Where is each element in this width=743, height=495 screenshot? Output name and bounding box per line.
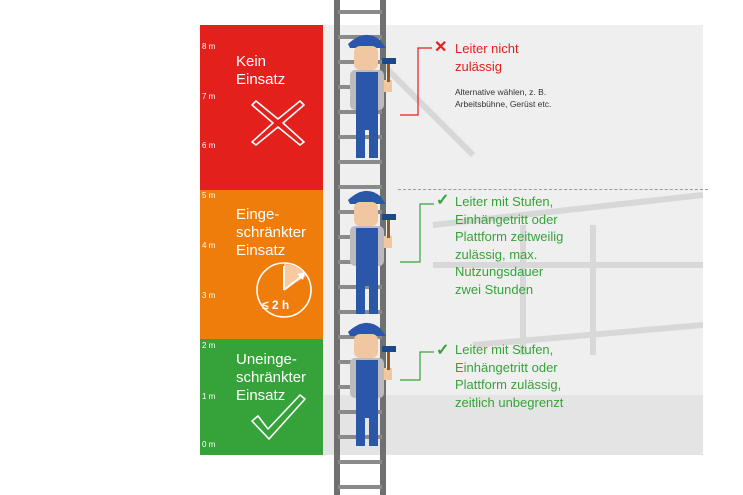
zone-limited-use: Einge- schränkter Einsatz ≤ 2 h <box>200 190 323 339</box>
zone-title: Kein Einsatz <box>236 53 286 88</box>
check-mark-icon: ✓ <box>436 192 450 209</box>
check-mark-icon: ✓ <box>436 342 450 359</box>
scale-tick: 4 m <box>202 241 216 250</box>
scale-tick: 7 m <box>202 92 216 101</box>
time-limit-label: ≤ 2 h <box>262 298 290 312</box>
ladder-rung <box>338 10 382 14</box>
worker-figure <box>348 190 396 314</box>
cross-mark-icon: ✕ <box>434 39 448 56</box>
scale-tick: 8 m <box>202 42 216 51</box>
scale-tick: 1 m <box>202 392 216 401</box>
zone-unlimited-use: Uneinge- schränkter Einsatz <box>200 339 323 455</box>
check-icon <box>251 394 306 440</box>
note-alternative: Alternative wählen, z. B. Arbeitsbühne, … <box>455 87 552 109</box>
scale-tick: 3 m <box>202 291 216 300</box>
scale-tick: 2 m <box>202 341 216 350</box>
note-not-allowed: Leiter nicht zulässig <box>455 41 519 74</box>
scaffold-illustration <box>323 62 704 455</box>
scale-tick: 0 m <box>202 440 216 449</box>
ladder-rung <box>338 485 382 489</box>
worker-figure <box>348 34 396 158</box>
zone-title: Uneinge- schränkter Einsatz <box>236 351 307 404</box>
limit-line-5m <box>398 189 708 190</box>
note-limited: Leiter mit Stufen, Einhängetritt oder Pl… <box>455 194 564 297</box>
ladder-rung <box>338 185 382 189</box>
scale-tick: 5 m <box>202 191 216 200</box>
clock-icon <box>256 262 312 318</box>
cross-icon <box>251 100 305 146</box>
scale-tick: 6 m <box>202 141 216 150</box>
ladder-rung <box>338 160 382 164</box>
ladder-rung <box>338 460 382 464</box>
worker-figure <box>348 322 396 446</box>
zone-title: Einge- schränkter Einsatz <box>236 206 307 259</box>
zone-no-use: Kein Einsatz <box>200 25 323 190</box>
note-unlimited: Leiter mit Stufen, Einhängetritt oder Pl… <box>455 342 564 410</box>
